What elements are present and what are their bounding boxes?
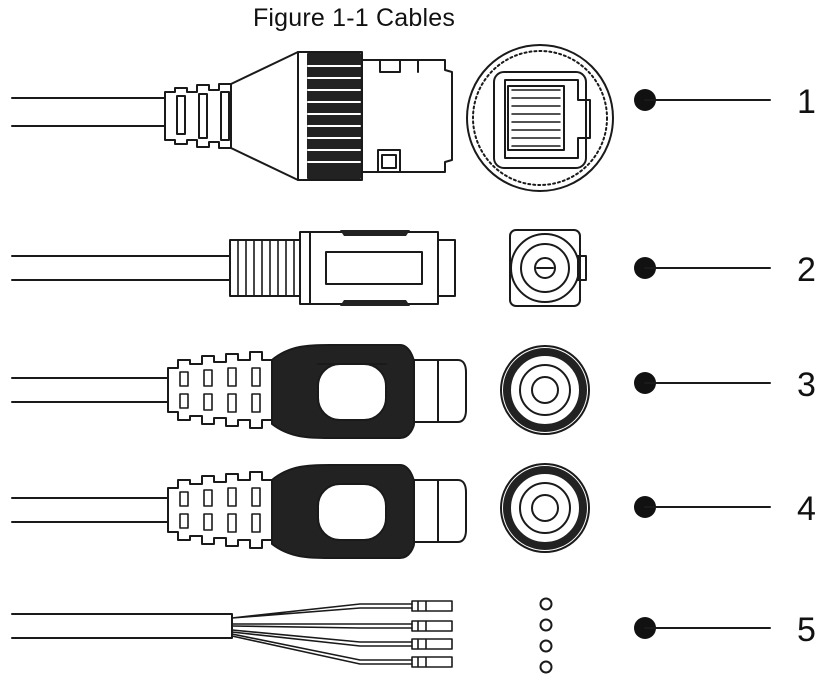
cable-3-center-pin xyxy=(531,376,559,404)
cable-4-end-outer xyxy=(500,463,590,553)
callout-4: 4 xyxy=(634,490,816,528)
cable-5-sheath xyxy=(11,613,233,639)
callout-5: 5 xyxy=(634,611,816,649)
cable-1-end-outer-ring xyxy=(466,44,614,192)
cable-4-center-pin xyxy=(531,494,559,522)
cable-5-end-dot xyxy=(539,639,553,653)
cable-4-strain-relief xyxy=(167,471,273,549)
cable-2-dc-power xyxy=(11,229,587,307)
cable-1-coupling-nut xyxy=(297,51,363,181)
cable-2-wire xyxy=(11,255,231,281)
cable-3-end-outer xyxy=(500,345,590,435)
callout-2-label: 2 xyxy=(797,251,816,289)
cable-5-end-dot xyxy=(539,618,553,632)
callout-1: 1 xyxy=(634,83,816,121)
cable-1-plug-body xyxy=(361,59,453,173)
cable-3-rca xyxy=(11,344,590,439)
cable-1-rj45 xyxy=(11,44,614,192)
cable-1-rj45-jack xyxy=(493,71,587,169)
callout-1-label: 1 xyxy=(797,83,816,121)
cable-1-rj45-pins xyxy=(511,89,561,147)
cable-1-boot xyxy=(230,51,299,181)
cable-2-center-pin xyxy=(534,257,556,279)
cable-4-tip xyxy=(413,479,467,543)
callouts: 1 2 3 4 5 xyxy=(634,83,816,649)
callout-3: 3 xyxy=(634,366,816,404)
cable-2-jack-body xyxy=(299,231,439,305)
callout-5-label: 5 xyxy=(797,611,816,649)
cable-3-wire xyxy=(11,377,169,403)
cable-2-strain-relief xyxy=(229,239,301,297)
cable-5-terminals xyxy=(411,600,453,668)
cable-5-end-dot xyxy=(539,660,553,674)
cable-5-end-dot xyxy=(539,597,553,611)
cable-5-leads xyxy=(231,603,413,665)
callout-2: 2 xyxy=(634,251,816,289)
cable-3-tip xyxy=(413,359,467,423)
cable-1-knurl-band xyxy=(307,53,361,179)
callout-4-label: 4 xyxy=(797,490,816,528)
cable-4-rca xyxy=(11,463,590,559)
cable-4-wire xyxy=(11,497,169,523)
figure-title: Figure 1-1 Cables xyxy=(252,4,456,32)
cable-3-strain-relief xyxy=(167,351,273,429)
cable-5-wires xyxy=(11,597,553,674)
cable-1-wire xyxy=(11,97,166,127)
callout-3-label: 3 xyxy=(797,366,816,404)
